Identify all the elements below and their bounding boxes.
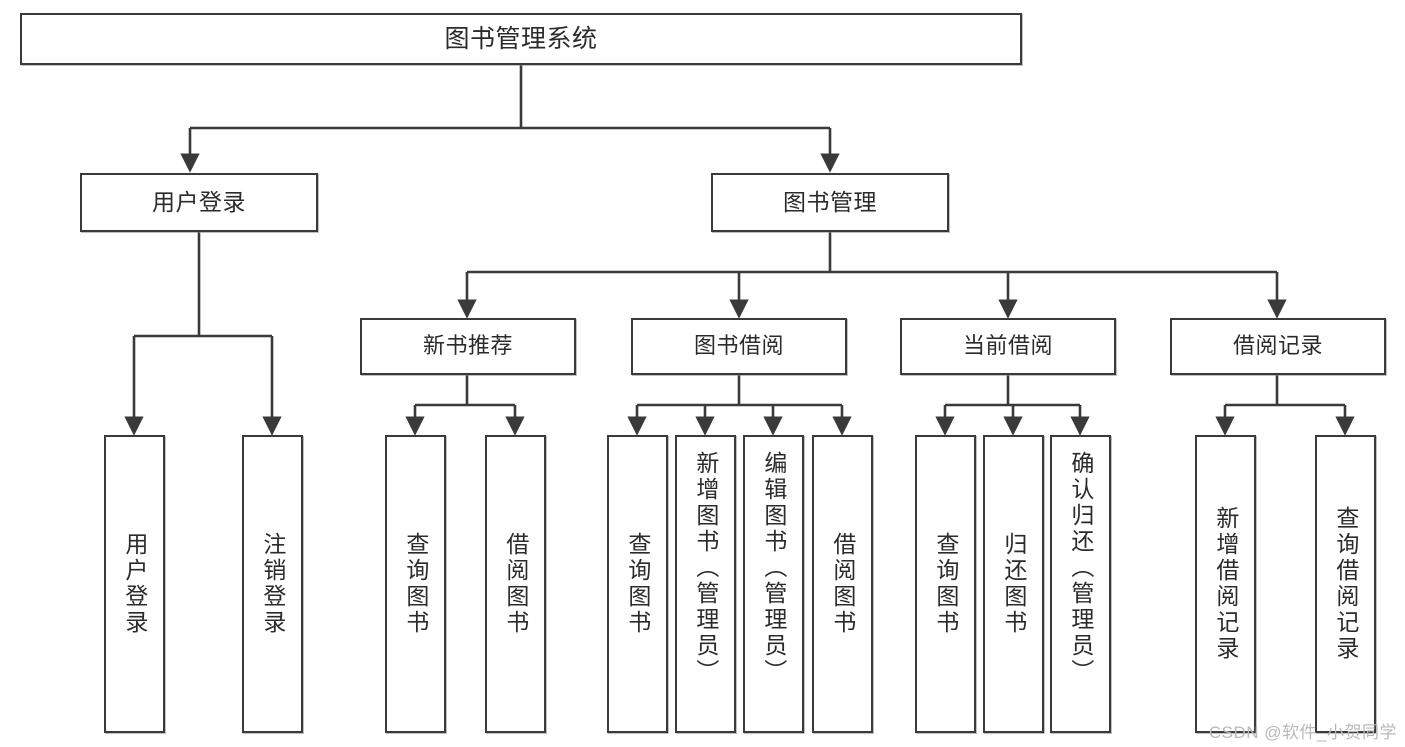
leaf-current-borrow-query-book[interactable]: 查询图书 xyxy=(915,435,976,733)
node-label: 借阅记录 xyxy=(1232,333,1323,359)
node-label: 用户登录 xyxy=(152,189,246,216)
node-current-borrow[interactable]: 当前借阅 xyxy=(900,318,1116,375)
node-book-borrow[interactable]: 图书借阅 xyxy=(631,318,847,375)
leaf-book-borrow-query-book[interactable]: 查询图书 xyxy=(607,435,668,733)
leaf-user-login-logout[interactable]: 注销登录 xyxy=(242,435,303,733)
node-root-book-management-system[interactable]: 图书管理系统 xyxy=(20,13,1022,65)
node-label: 当前借阅 xyxy=(962,333,1053,359)
node-new-book-recommend[interactable]: 新书推荐 xyxy=(360,318,576,375)
leaf-borrow-record-add-record[interactable]: 新增借阅记录 xyxy=(1195,435,1256,733)
node-label: 图书管理 xyxy=(783,189,877,216)
leaf-new-book-borrow-book[interactable]: 借阅图书 xyxy=(485,435,546,733)
node-label: 新书推荐 xyxy=(422,333,513,359)
node-label: 查询图书 xyxy=(932,532,959,636)
node-label: 新增图书（管理员） xyxy=(692,451,719,685)
node-label: 归还图书 xyxy=(1000,532,1027,636)
node-label: 新增借阅记录 xyxy=(1212,506,1239,662)
node-borrow-record[interactable]: 借阅记录 xyxy=(1170,318,1386,375)
leaf-user-login-login[interactable]: 用户登录 xyxy=(104,435,165,733)
node-user-login[interactable]: 用户登录 xyxy=(80,173,318,232)
node-label: 借阅图书 xyxy=(829,532,856,636)
node-label: 图书借阅 xyxy=(693,333,784,359)
leaf-borrow-record-query-record[interactable]: 查询借阅记录 xyxy=(1315,435,1376,733)
node-label: 确认归还（管理员） xyxy=(1067,451,1094,685)
node-label: 查询借阅记录 xyxy=(1332,506,1359,662)
csdn-watermark: CSDN @软件_小贺同学 xyxy=(1208,723,1397,742)
node-label: 查询图书 xyxy=(624,532,651,636)
node-book-management[interactable]: 图书管理 xyxy=(711,173,949,232)
leaf-current-borrow-return-book[interactable]: 归还图书 xyxy=(983,435,1044,733)
leaf-book-borrow-add-book-admin[interactable]: 新增图书（管理员） xyxy=(675,435,736,733)
node-label: 注销登录 xyxy=(259,532,286,636)
leaf-new-book-query-book[interactable]: 查询图书 xyxy=(385,435,446,733)
leaf-book-borrow-borrow-book[interactable]: 借阅图书 xyxy=(812,435,873,733)
leaf-current-borrow-confirm-return-admin[interactable]: 确认归还（管理员） xyxy=(1050,435,1111,733)
node-label: 查询图书 xyxy=(402,532,429,636)
node-label: 编辑图书（管理员） xyxy=(760,451,787,685)
node-label: 用户登录 xyxy=(121,532,148,636)
node-label: 借阅图书 xyxy=(502,532,529,636)
node-label: 图书管理系统 xyxy=(444,24,598,53)
leaf-book-borrow-edit-book-admin[interactable]: 编辑图书（管理员） xyxy=(743,435,804,733)
